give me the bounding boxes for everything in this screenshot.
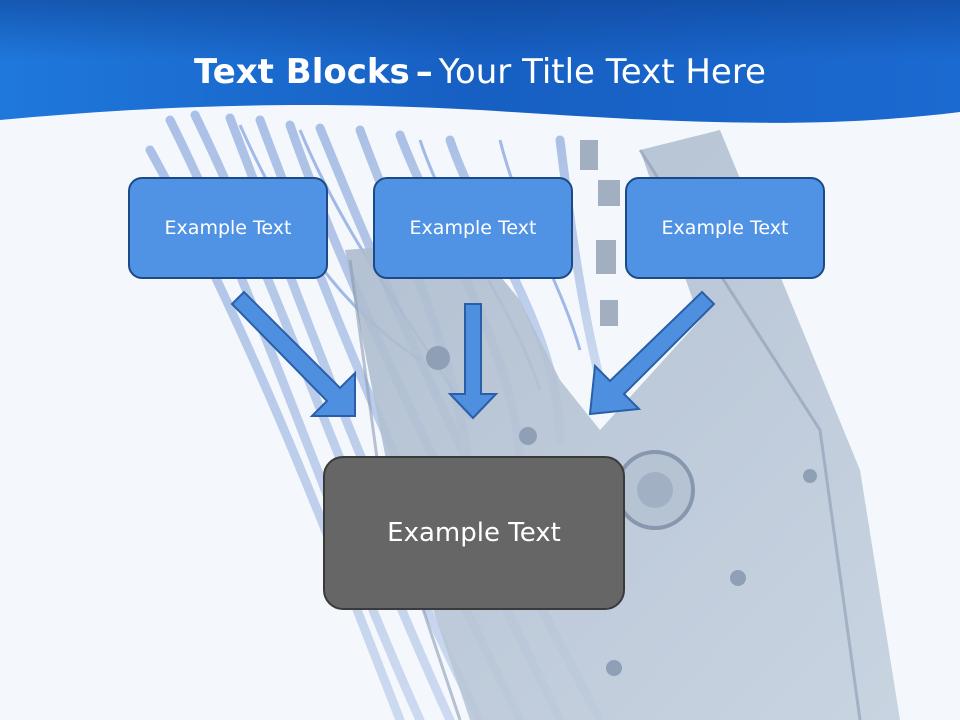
- text-block-left-label: Example Text: [164, 217, 292, 239]
- title-bold-part: Text Blocks: [194, 52, 410, 92]
- text-block-center-label: Example Text: [409, 217, 537, 239]
- text-block-left[interactable]: Example Text: [128, 177, 328, 279]
- result-block[interactable]: Example Text: [323, 456, 625, 610]
- text-block-right[interactable]: Example Text: [625, 177, 825, 279]
- arrow-center-to-result: [447, 303, 499, 420]
- arrow-left-to-result: [230, 290, 356, 417]
- slide-title: Text Blocks–Your Title Text Here: [0, 52, 960, 92]
- title-rest-part: Your Title Text Here: [438, 52, 766, 92]
- text-block-right-label: Example Text: [661, 217, 789, 239]
- arrow-right-to-result: [588, 290, 716, 416]
- header-band: [0, 0, 960, 123]
- result-block-label: Example Text: [387, 518, 561, 548]
- text-block-center[interactable]: Example Text: [373, 177, 573, 279]
- title-dash: –: [415, 52, 433, 92]
